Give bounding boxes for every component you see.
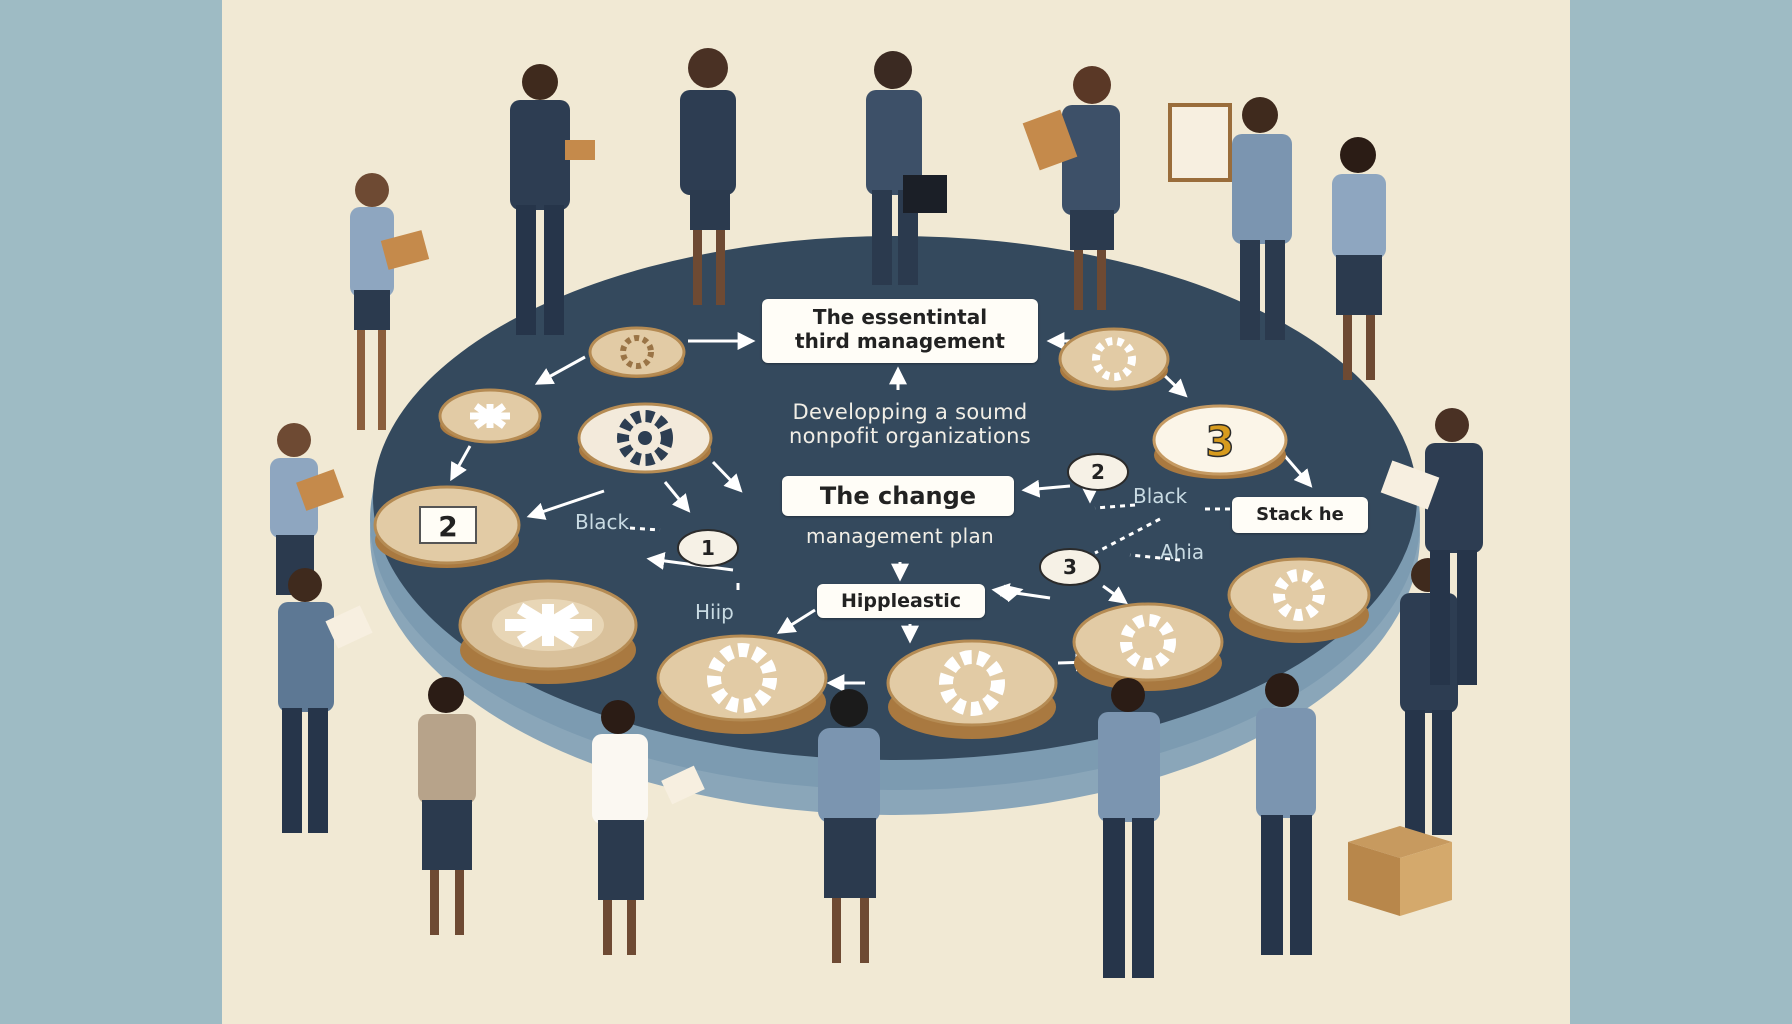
step-number: 2 [1091,460,1105,484]
person-figure [1098,678,1160,978]
subtitle: Developping a soumd nonpofit organizatio… [760,400,1060,448]
person-figure [1380,408,1483,685]
tile-number-2: 2 [438,510,457,543]
person-figure [680,48,736,305]
title-line-2: third management [795,329,1005,353]
gear-coin [656,634,828,734]
gear-coin [438,388,542,444]
dashed-connector [1094,517,1161,555]
person-figure [510,64,595,335]
number-tile-coin: 2 [373,485,521,568]
title-box: The essentintal third management [762,299,1038,363]
title-line-1: The essentintal [812,305,988,329]
change-label: The change [819,482,977,510]
person-figure [818,689,880,963]
person-figure [418,677,476,935]
stack-label: Stack he [1256,504,1344,525]
person-figure [350,173,430,430]
gear-coin [588,326,686,378]
hippleastic-box: Hippleastic [817,584,985,618]
number-coin: 3 [1152,404,1288,479]
person-figure [866,51,947,285]
left-side-panel [0,0,222,1024]
person-figure [1332,137,1386,380]
subtitle-line-2: nonpofit organizations [789,424,1031,448]
cardboard-box [1348,826,1452,916]
step-bubble-2: 2 [1067,453,1129,491]
coin-number-3: 3 [1205,417,1234,466]
stack-box: Stack he [1232,497,1368,533]
step-number: 1 [701,536,715,560]
right-side-panel [1570,0,1792,1024]
arrow [711,460,743,493]
black-left-label: Black [575,510,630,534]
arrow [1163,374,1188,398]
dashed-connector [1129,553,1181,562]
gear-coin [1227,557,1371,643]
arrow [1021,479,1071,498]
people [270,48,1483,978]
arrow [776,608,816,634]
black-right-label: Black [1133,484,1188,508]
arrow [534,355,586,385]
dashed-connector [1094,503,1136,510]
arrow [450,445,472,482]
arrow [646,551,734,572]
hiip-label: Hiip [695,600,734,624]
person-figure [1256,673,1316,955]
arrow [663,481,691,513]
gear-coin [1072,602,1224,691]
gear-coin [886,639,1058,739]
step-number: 3 [1063,555,1077,579]
plan-text: management plan [805,524,994,548]
hippleastic-label: Hippleastic [840,590,961,612]
gear-coin [1058,327,1170,391]
gear-coin [577,402,713,474]
subtitle-line-1: Developping a soumd [792,400,1028,424]
ahia-label: Ahia [1160,540,1205,564]
person-figure [1022,66,1120,310]
change-box: The change [782,476,1014,516]
flow-arrows [450,332,1313,692]
person-figure [592,700,705,955]
step-bubble-3: 3 [1039,548,1101,586]
person-figure [1168,97,1292,340]
arrow [1102,584,1128,605]
step-bubble-1: 1 [677,529,739,567]
person-figure [278,568,373,833]
arrow [526,489,605,520]
gear-coin [458,579,638,684]
arrow [999,584,1024,603]
